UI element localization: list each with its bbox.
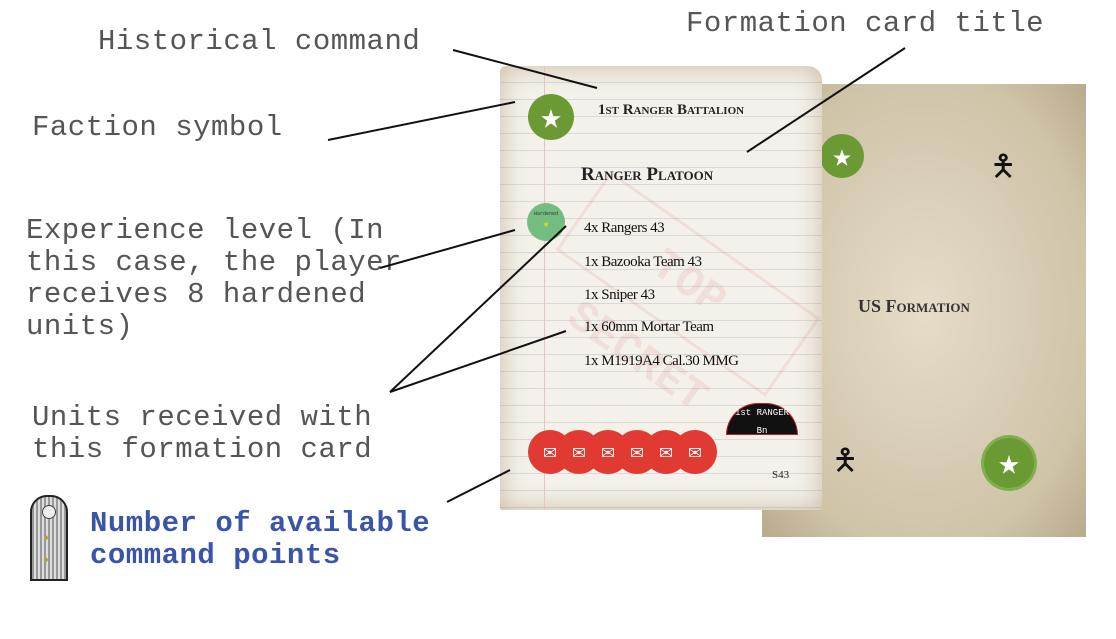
epaulette-icon: ✦ ✦ (30, 495, 68, 581)
faction-star-icon: ★ (528, 94, 574, 140)
formation-card: TOP SECRET ★ 1st Ranger Battalion Ranger… (500, 66, 822, 510)
label-faction-symbol: Faction symbol (32, 111, 283, 144)
experience-badge: Hardened ★ (527, 203, 565, 241)
label-command-points: Number of available command points (90, 507, 431, 572)
unit-item: 1x 60mm Mortar Team (584, 319, 714, 335)
unit-item: 1x Sniper 43 (584, 287, 655, 303)
historical-command: 1st Ranger Battalion (598, 102, 745, 118)
ranger-insignia: 1st RANGER Bn (726, 403, 798, 436)
back-card-title: US Formation (858, 296, 970, 316)
card-code: S43 (772, 469, 790, 481)
star-icon: ★ (984, 438, 1034, 488)
label-formation-title: Formation card title (686, 7, 1045, 40)
label-units: Units received with this formation card (32, 401, 373, 466)
label-experience: Experience level (In this case, the play… (26, 214, 402, 343)
star-icon: ★ (820, 134, 864, 178)
soldier-icon: 🯅 (832, 446, 859, 480)
formation-title: Ranger Platoon (581, 164, 714, 185)
leader-line (327, 101, 516, 141)
command-point-token: ✉ (673, 430, 717, 474)
unit-item: 1x Bazooka Team 43 (584, 254, 702, 270)
unit-item: 1x M1919A4 Cal.30 MMG (584, 353, 739, 369)
soldier-icon: 🯅 (990, 152, 1017, 186)
label-historical-command: Historical command (98, 25, 421, 58)
unit-item: 4x Rangers 43 (584, 220, 665, 236)
star-icon: ★ (542, 219, 550, 231)
